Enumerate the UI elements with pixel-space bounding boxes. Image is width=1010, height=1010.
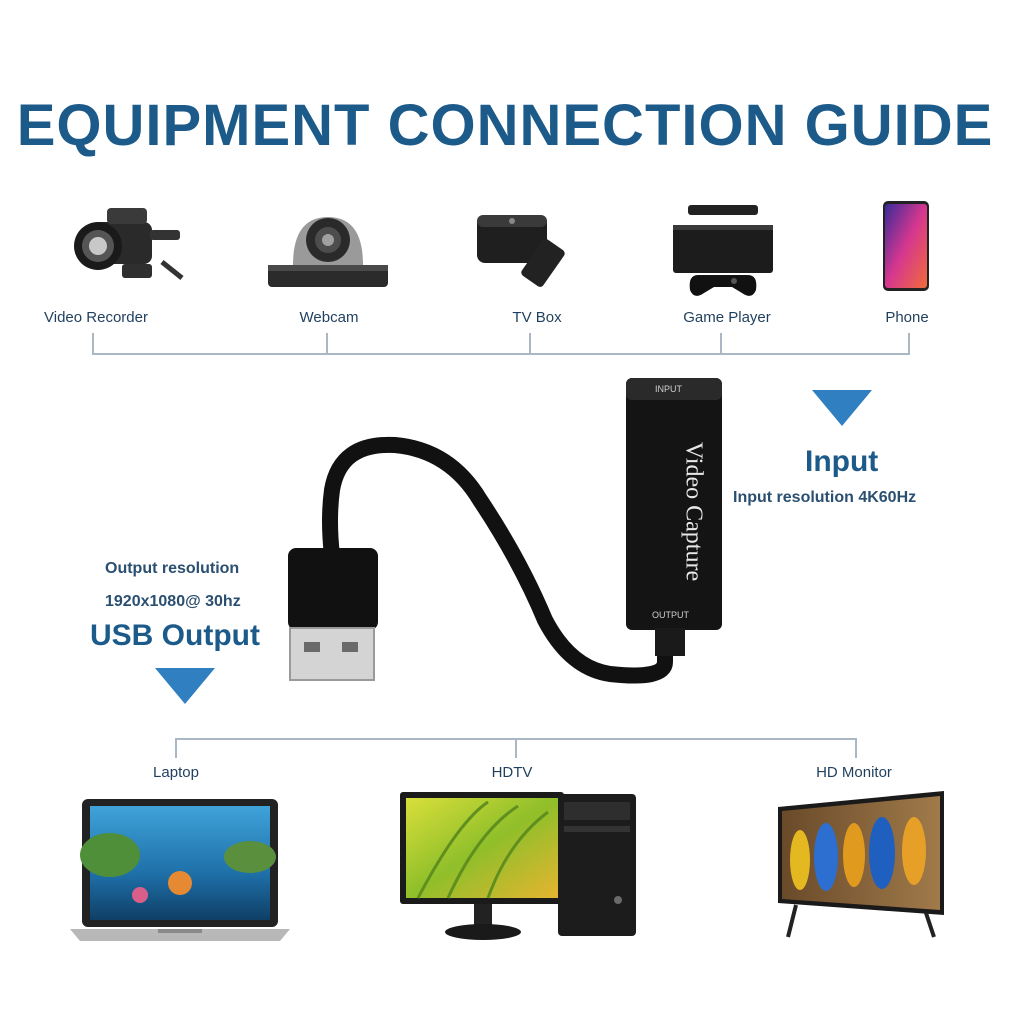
input-bracket-tick: [326, 333, 328, 354]
usb-plug-body: [288, 548, 378, 630]
device-label-game-player: Game Player: [683, 309, 771, 326]
capture-device-label: Video Capture: [680, 441, 707, 582]
capture-stick-body: [626, 378, 722, 630]
capture-device-illustration: [270, 370, 750, 700]
webcam-icon: [268, 205, 388, 290]
desktop-computer-icon: [398, 782, 648, 947]
output-heading: USB Output: [90, 619, 260, 652]
phone-icon: [882, 200, 930, 292]
input-bracket-tick: [720, 333, 722, 354]
device-label-webcam: Webcam: [299, 309, 359, 326]
input-bracket: [92, 353, 910, 355]
device-label-hdtv: HDTV: [491, 764, 533, 781]
tv-box-icon: [472, 205, 592, 290]
game-console-icon: [668, 205, 778, 300]
device-label-video-recorder: Video Recorder: [44, 309, 148, 326]
device-label-hd-monitor: HD Monitor: [816, 764, 892, 781]
output-resolution-line1: Output resolution: [105, 560, 240, 577]
input-port-label: INPUT: [655, 384, 682, 394]
output-bracket-tick: [175, 738, 177, 758]
usb-connector: [289, 627, 375, 681]
output-bracket-tick: [855, 738, 857, 758]
input-heading: Input: [805, 445, 879, 478]
page-title: EQUIPMENT CONNECTION GUIDE: [16, 93, 994, 158]
device-label-tv-box: TV Box: [512, 309, 562, 326]
output-port-label: OUTPUT: [652, 610, 689, 620]
output-resolution-line2: 1920x1080@ 30hz: [105, 593, 241, 610]
device-label-phone: Phone: [885, 309, 929, 326]
input-bracket-tick: [529, 333, 531, 354]
output-bracket-tick: [515, 738, 517, 758]
down-arrow-icon: [812, 390, 872, 426]
tv-monitor-icon: [776, 785, 946, 945]
device-label-laptop: Laptop: [153, 764, 199, 781]
down-arrow-icon: [155, 668, 215, 704]
input-bracket-tick: [92, 333, 94, 354]
input-resolution-text: Input resolution 4K60Hz: [733, 489, 917, 506]
input-bracket-tick: [908, 333, 910, 354]
laptop-icon: [70, 795, 290, 945]
video-recorder-icon: [62, 200, 192, 290]
